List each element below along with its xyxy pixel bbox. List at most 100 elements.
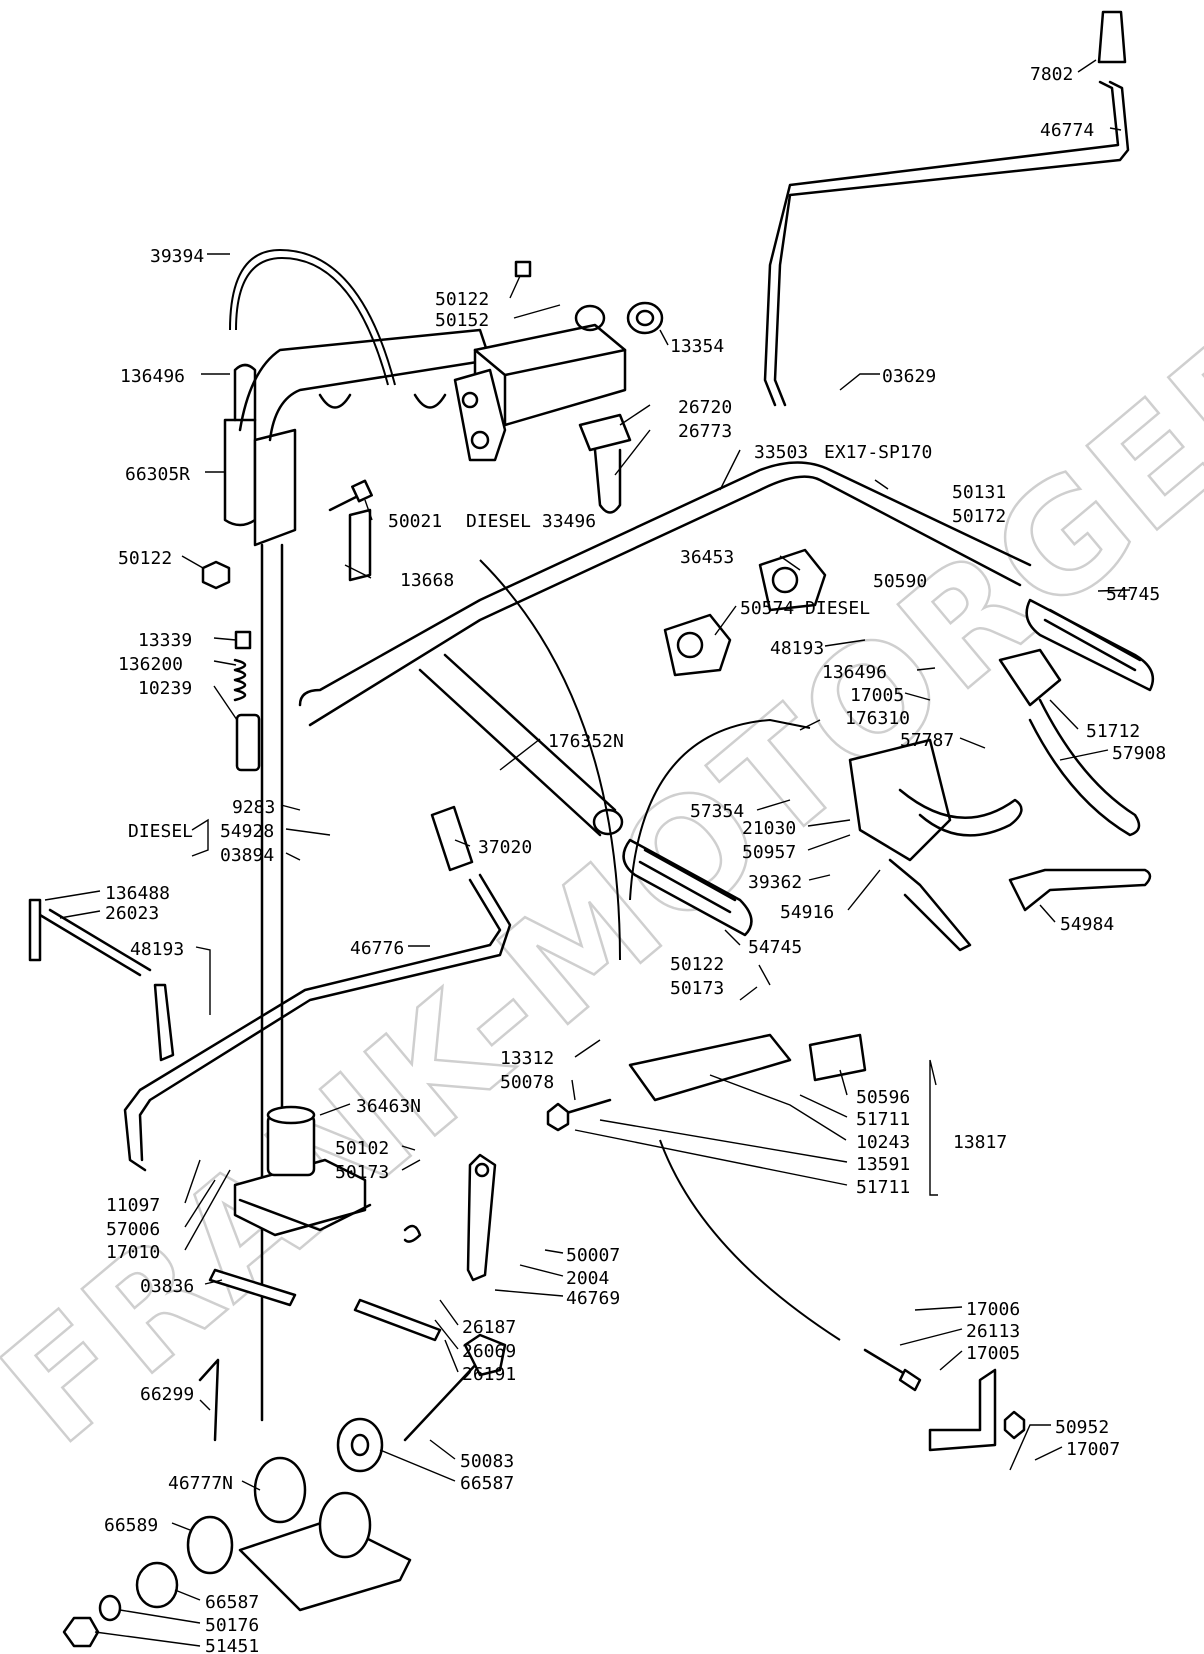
bolt-50021 [328,479,373,512]
label-54916: 54916 [780,902,834,923]
label-46776: 46776 [350,938,404,959]
label-26187: 26187 [462,1317,516,1338]
label-03836: 03836 [140,1276,194,1297]
label-50078: 50078 [500,1072,554,1093]
label-51451: 51451 [205,1636,259,1654]
label-176310: 176310 [845,708,910,729]
label-50007: 50007 [566,1245,620,1266]
label-21030: 21030 [742,818,796,839]
label-50172: 50172 [952,506,1006,527]
label-57006: 57006 [106,1219,160,1240]
label-51711-b: 51711 [856,1177,910,1198]
label-13817: 13817 [953,1132,1007,1153]
grip-54745-right [1025,598,1155,692]
label-66305R: 66305R [125,464,190,485]
label-39394: 39394 [150,246,204,267]
label-54745-b: 54745 [748,937,802,958]
grip-54745-left [622,838,753,937]
label-50173-b: 50173 [335,1162,389,1183]
label-17005: 17005 [850,685,904,706]
washer-66587-top [336,1417,384,1473]
label-46774: 46774 [1040,120,1094,141]
label-diesel: DIESEL [128,821,193,842]
shift-knob [1097,10,1127,64]
label-136200: 136200 [118,654,183,675]
label-26773: 26773 [678,421,732,442]
label-50131: 50131 [952,482,1006,503]
label-17005-b: 17005 [966,1343,1020,1364]
label-66299: 66299 [140,1384,194,1405]
bolt-50083 [403,1333,507,1442]
label-66587: 66587 [460,1473,514,1494]
part-labels: 7802 46774 39394 50122 50152 13354 13649… [104,64,1166,1654]
throttle-control-50590 [758,548,827,612]
label-50590: 50590 [873,571,927,592]
label-17006: 17006 [966,1299,1020,1320]
label-46769: 46769 [566,1288,620,1309]
bracket-13668 [348,508,372,582]
nut-50122 [201,560,231,590]
label-51711: 51711 [856,1109,910,1130]
label-2004: 2004 [566,1268,609,1289]
washer-66587-bottom [135,1561,179,1609]
clutch-lever-57908 [998,648,1141,837]
washer-50176 [98,1594,122,1622]
label-136488: 136488 [105,883,170,904]
label-66589: 66589 [104,1515,158,1536]
shift-lever-rod [763,80,1130,407]
brake-lever-13817 [628,1033,867,1102]
u-clamp-26773 [578,413,632,514]
label-11097: 11097 [106,1195,160,1216]
label-136496-b: 136496 [822,662,887,683]
label-03894: 03894 [220,845,274,866]
label-57354: 57354 [690,801,744,822]
label-50957: 50957 [742,842,796,863]
cable-176310 [629,718,811,901]
label-50083: 50083 [460,1451,514,1472]
label-54745: 54745 [1106,584,1160,605]
label-54928: 54928 [220,821,274,842]
bolt-50122-top [514,260,532,278]
label-10243: 10243 [856,1132,910,1153]
cable-end-bracket [863,1348,1026,1452]
label-46777N: 46777N [168,1473,233,1494]
control-cable-39394 [229,248,396,386]
label-50122-c: 50122 [670,954,724,975]
label-ex17: EX17-SP170 [824,442,932,463]
label-50574: 50574 DIESEL [740,598,870,619]
shift-fork-bracket [233,1105,372,1237]
rod-66299 [198,1358,220,1442]
label-50102: 50102 [335,1138,389,1159]
eye-bolt [574,304,606,332]
label-50952: 50952 [1055,1417,1109,1438]
label-48193-b: 48193 [130,939,184,960]
label-50596: 50596 [856,1087,910,1108]
label-51712: 51712 [1086,721,1140,742]
spring-26187 [403,1224,422,1243]
label-9283: 9283 [232,797,275,818]
bolt-50078 [546,1098,612,1132]
label-37020: 37020 [478,837,532,858]
label-50122: 50122 [435,289,489,310]
label-26023: 26023 [105,903,159,924]
label-136496: 136496 [120,366,185,387]
plate-03836 [208,1268,297,1307]
nut-13354 [626,301,664,335]
pin-136488 [28,898,42,962]
bushing-66589 [186,1515,234,1575]
label-54984: 54984 [1060,914,1114,935]
label-50173: 50173 [670,978,724,999]
lever-54984 [1008,868,1152,912]
label-50021: 50021 [388,511,442,532]
spring-assembly [233,630,261,772]
label-26720: 26720 [678,397,732,418]
label-176352N: 176352N [548,731,624,752]
label-66587-b: 66587 [205,1592,259,1613]
bar-26191 [353,1298,442,1342]
knob-37020 [430,805,474,872]
label-17007: 17007 [1066,1439,1120,1460]
label-10239: 10239 [138,678,192,699]
lever-housing-54916 [848,738,1023,952]
